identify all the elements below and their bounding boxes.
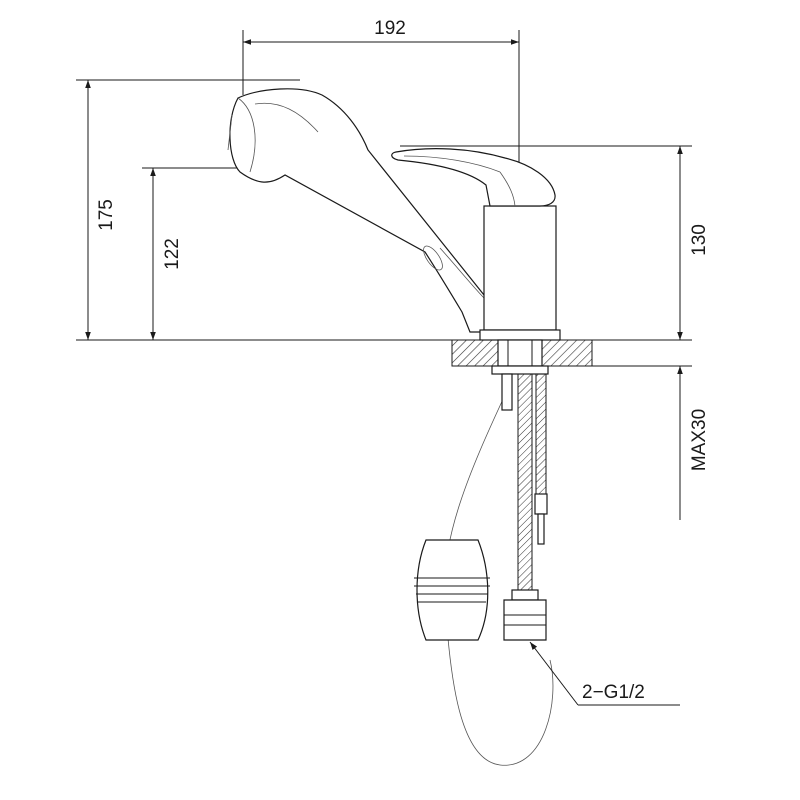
inlet-tubes	[491, 339, 549, 621]
connection-callout: 2−G1/2	[529, 641, 680, 706]
dimension-175: 175	[76, 79, 300, 340]
dimension-max30: MAX30	[560, 365, 710, 520]
counterweight	[414, 539, 490, 641]
dimension-122-label: 122	[162, 238, 183, 270]
dimension-130-label: 130	[689, 224, 710, 256]
dimension-175-label: 175	[96, 199, 117, 231]
lever-handle	[391, 148, 556, 207]
dimension-192-label: 192	[374, 18, 406, 39]
connection-label: 2−G1/2	[582, 682, 645, 703]
dimension-122: 122	[142, 167, 240, 340]
dimension-max30-label: MAX30	[689, 409, 710, 471]
pullout-hose	[444, 394, 554, 766]
braided-hose	[535, 373, 547, 495]
dimension-130: 130	[400, 145, 710, 340]
hose-connector-nut	[503, 589, 547, 641]
braided-hose	[517, 373, 533, 621]
faucet-body	[479, 205, 561, 341]
spout-arm	[227, 88, 489, 333]
